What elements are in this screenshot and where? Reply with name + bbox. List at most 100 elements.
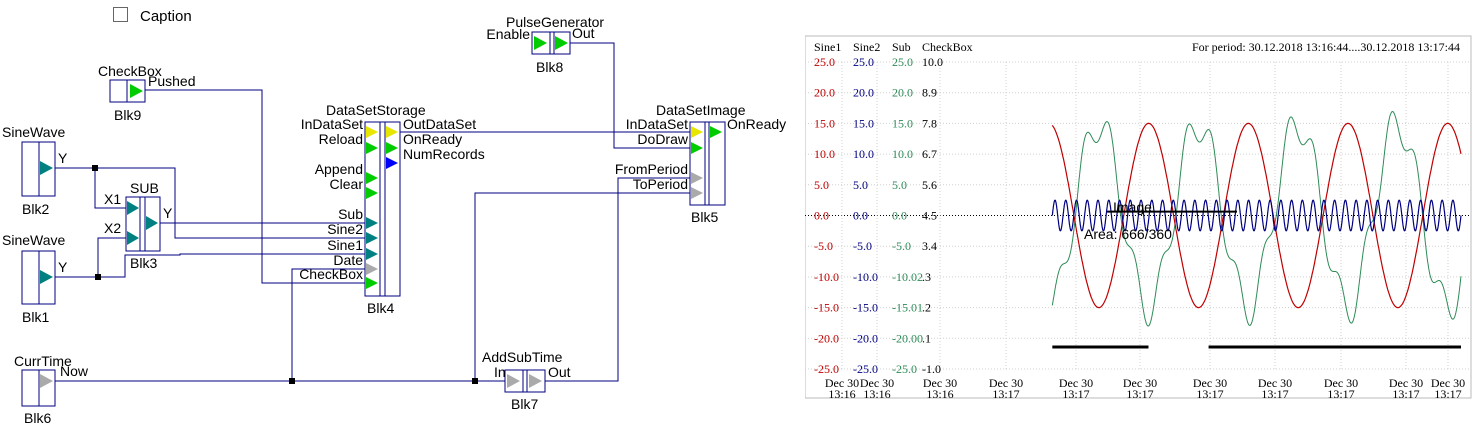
y-tick-label: .2 xyxy=(922,301,931,315)
blk4-in-6: Sine1 xyxy=(327,237,363,253)
x-tick-time: 13:16 xyxy=(926,387,953,401)
x-tick-time: 13:17 xyxy=(1392,387,1419,401)
port-blk4-numrecords[interactable] xyxy=(386,157,398,169)
blk3-in2-label: X2 xyxy=(104,220,121,236)
dataset-chart: Sine1 Sine2 Sub CheckBox For period: 30.… xyxy=(805,35,1472,401)
y-tick-label: 20.0 xyxy=(814,86,835,100)
wire-blk2-sine2[interactable] xyxy=(95,167,365,239)
y-tick-label: 10.0 xyxy=(892,147,913,161)
wire-blk7-out[interactable] xyxy=(545,177,690,382)
wire-pushed-checkbox[interactable] xyxy=(145,89,365,284)
y-tick-label: .1 xyxy=(922,331,931,345)
y-tick-label: -25.0 xyxy=(814,362,839,376)
port-blk5-dodraw[interactable] xyxy=(691,142,703,154)
wire-blk2-y[interactable] xyxy=(55,167,126,209)
y-tick-label: -15.0 xyxy=(814,301,839,315)
wire-now-date[interactable] xyxy=(291,268,365,381)
port-blk5-indataset[interactable] xyxy=(691,126,703,138)
port-blk3-x1[interactable] xyxy=(127,201,139,215)
y-tick-label: -20.0 xyxy=(814,331,839,345)
port-blk5-onready[interactable] xyxy=(710,126,722,138)
blk3-name: Blk3 xyxy=(130,255,157,271)
block-blk4[interactable]: DataSetStorage InDataSet Reload Append C… xyxy=(299,102,485,316)
y-tick-label: -5.0 xyxy=(853,239,872,253)
blk2-title: SineWave xyxy=(2,124,66,140)
block-blk5[interactable]: DataSetImage InDataSet DoDraw FromPeriod… xyxy=(615,102,786,225)
block-blk9[interactable]: CheckBox Pushed Blk9 xyxy=(98,63,195,123)
blk8-name: Blk8 xyxy=(536,59,563,75)
y-tick-label: -15.01 xyxy=(892,301,923,315)
y-tick-label: -20.0 xyxy=(853,331,878,345)
block-blk3[interactable]: SUB X1 X2 Y Blk3 xyxy=(104,180,173,271)
legend: Sine1 Sine2 Sub CheckBox xyxy=(814,40,973,54)
port-blk4-sine1[interactable] xyxy=(366,248,378,260)
y-tick-label: -20.00 xyxy=(892,331,923,345)
port-blk5-toperiod[interactable] xyxy=(691,187,703,199)
port-blk4-indataset[interactable] xyxy=(366,126,378,138)
blk1-out-label: Y xyxy=(58,259,68,275)
blk5-in-2: FromPeriod xyxy=(615,161,688,177)
block-blk7[interactable]: AddSubTime In Out Blk7 xyxy=(482,349,571,412)
x-tick-date: Dec 30 xyxy=(1059,376,1093,390)
port-blk1-y[interactable] xyxy=(40,270,53,284)
port-pushed[interactable] xyxy=(130,84,143,98)
x-tick-date: Dec 30 xyxy=(860,376,894,390)
caption-checkbox-box[interactable] xyxy=(113,7,128,22)
block-blk6[interactable]: CurrTime Now Blk6 xyxy=(14,353,89,426)
y-tick-label: 25.0 xyxy=(853,55,874,69)
wire-blk1-y[interactable] xyxy=(55,237,126,278)
wire-now-toperiod[interactable] xyxy=(474,192,690,381)
blk4-in-3: Clear xyxy=(330,176,364,192)
port-blk8-enable[interactable] xyxy=(534,36,547,50)
legend-sine1: Sine1 xyxy=(814,40,841,54)
series-sine1-line xyxy=(1051,122,1462,309)
blk4-out-2: NumRecords xyxy=(403,146,485,162)
blk5-title: DataSetImage xyxy=(656,102,746,118)
y-tick-label: 10.0 xyxy=(814,147,835,161)
port-blk4-date[interactable] xyxy=(366,263,378,275)
legend-sine2: Sine2 xyxy=(853,40,880,54)
block-blk1[interactable]: SineWave Y Blk1 xyxy=(2,232,68,325)
series-sine2-line xyxy=(1051,199,1462,232)
port-blk3-y[interactable] xyxy=(146,216,158,230)
legend-sub: Sub xyxy=(892,40,911,54)
wire-pulse-dodraw[interactable] xyxy=(570,42,690,149)
port-blk4-clear[interactable] xyxy=(366,187,378,199)
block-blk8[interactable]: PulseGenerator Enable Out Blk8 xyxy=(486,14,604,75)
port-blk6-now[interactable] xyxy=(40,374,53,388)
port-blk8-out[interactable] xyxy=(555,36,568,50)
blk4-out-0: OutDataSet xyxy=(403,116,476,132)
blk2-out-label: Y xyxy=(58,150,68,166)
port-blk3-x2[interactable] xyxy=(127,231,139,245)
y-tick-label: -25.0 xyxy=(892,362,917,376)
port-blk4-outdataset[interactable] xyxy=(386,126,398,138)
port-blk5-fromperiod[interactable] xyxy=(691,172,703,184)
port-blk4-append[interactable] xyxy=(366,172,378,184)
port-blk4-reload[interactable] xyxy=(366,142,378,154)
port-blk4-onready[interactable] xyxy=(386,142,398,154)
y-tick-label: 3.4 xyxy=(922,239,937,253)
block-blk2[interactable]: SineWave Y Blk2 xyxy=(2,124,68,217)
port-blk7-in[interactable] xyxy=(507,374,520,388)
wire-blk1-sine1[interactable] xyxy=(98,253,365,278)
y-tick-label: 20.0 xyxy=(853,86,874,100)
x-tick-time: 13:17 xyxy=(1261,387,1288,401)
series-sub-line xyxy=(1051,110,1462,327)
port-blk2-y[interactable] xyxy=(40,161,53,175)
x-tick-time: 13:17 xyxy=(1126,387,1153,401)
port-blk4-sine2[interactable] xyxy=(366,232,378,244)
blk4-title: DataSetStorage xyxy=(326,102,426,118)
blk4-in-1: Reload xyxy=(319,131,363,147)
blk3-title: SUB xyxy=(130,180,159,196)
port-blk4-sub[interactable] xyxy=(366,217,378,229)
port-blk7-out[interactable] xyxy=(529,374,542,388)
port-blk4-checkbox[interactable] xyxy=(366,277,378,289)
blk4-in-8: CheckBox xyxy=(299,266,363,282)
blk2-name: Blk2 xyxy=(22,201,49,217)
x-tick-time: 13:17 xyxy=(1196,387,1223,401)
x-tick-date: Dec 30 xyxy=(1324,376,1358,390)
blk3-in1-label: X1 xyxy=(104,191,121,207)
y-tick-label: -5.0 xyxy=(814,239,833,253)
wires xyxy=(55,42,690,382)
blk4-name: Blk4 xyxy=(367,300,394,316)
